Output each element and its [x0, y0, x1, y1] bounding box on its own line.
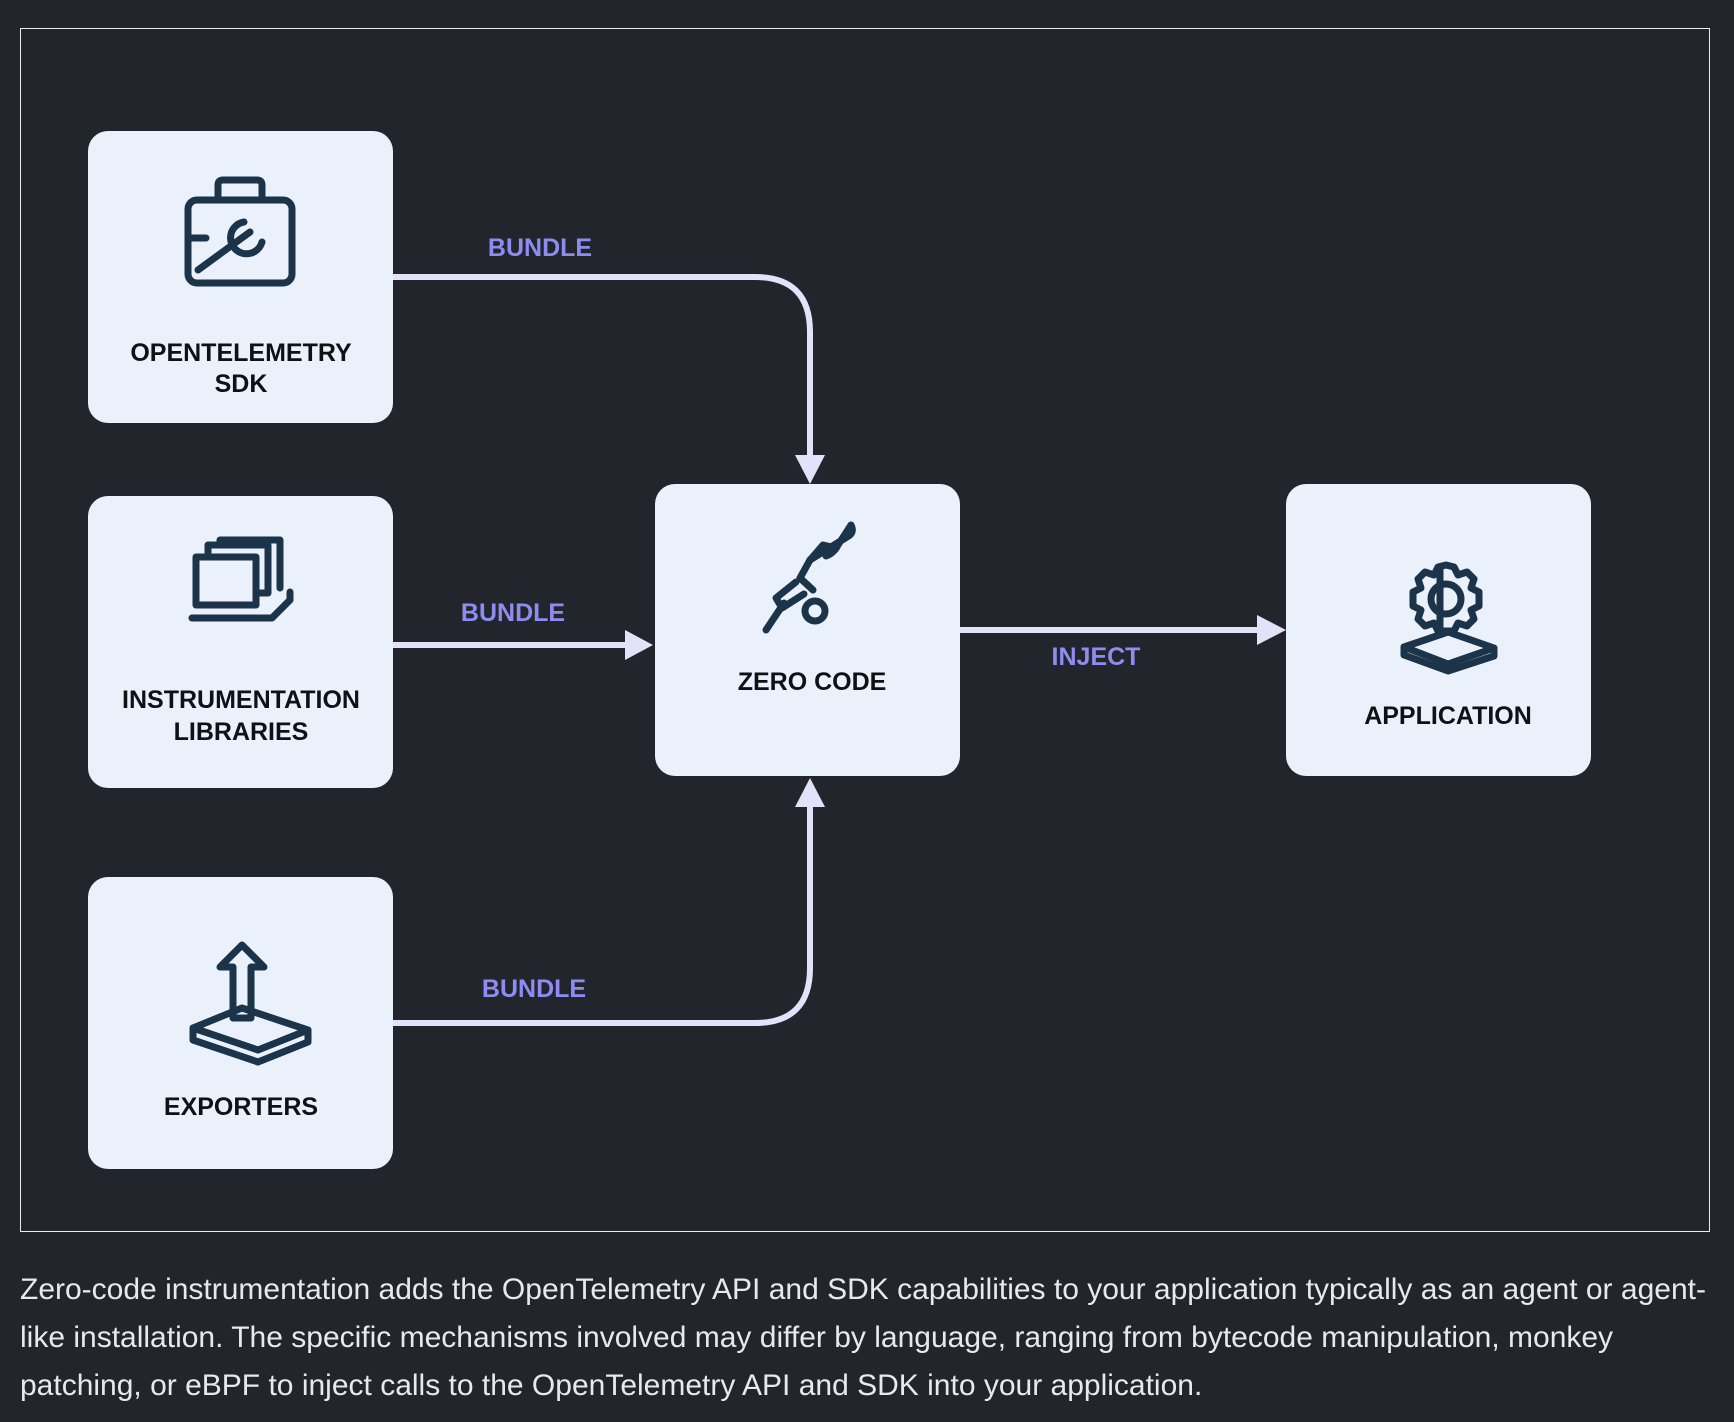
edge-label-inject: INJECT [1052, 643, 1141, 671]
node-application: APPLICATION [1286, 484, 1591, 776]
edge-zero-code-to-application [957, 615, 1286, 645]
gear-platform-icon [1400, 561, 1498, 675]
node-label-exporters: EXPORTERS [164, 1093, 318, 1121]
architecture-diagram: BUNDLE BUNDLE BUNDLE INJECT OPENTELEMETR… [88, 131, 1591, 1169]
toolbox-wrench-icon [184, 176, 296, 287]
node-label-libraries-line2: LIBRARIES [174, 718, 309, 746]
edge-libraries-to-zero-code [390, 630, 653, 660]
edge-label-sdk-bundle: BUNDLE [488, 234, 592, 262]
node-label-libraries-line1: INSTRUMENTATION [122, 686, 360, 714]
edge-label-exporters-bundle: BUNDLE [482, 975, 586, 1003]
node-label-application: APPLICATION [1364, 702, 1532, 730]
edge-label-libraries-bundle: BUNDLE [461, 599, 565, 627]
node-label-zero-code: ZERO CODE [738, 668, 887, 696]
edge-sdk-to-zero-code [390, 274, 825, 484]
export-up-arrow-icon [189, 941, 312, 1066]
node-label-sdk-line2: SDK [215, 370, 268, 398]
node-label-sdk-line1: OPENTELEMETRY [130, 339, 352, 367]
figure-caption: Zero-code instrumentation adds the OpenT… [20, 1273, 1706, 1402]
edge-exporters-to-zero-code [390, 778, 825, 1026]
node-zero-code: ZERO CODE [655, 484, 960, 776]
node-instrumentation-libraries: INSTRUMENTATION LIBRARIES [88, 496, 393, 788]
node-opentelemetry-sdk: OPENTELEMETRY SDK [88, 131, 393, 423]
telescope-icon [762, 521, 856, 634]
stacked-layers-icon [188, 536, 294, 622]
node-exporters: EXPORTERS [88, 877, 393, 1169]
